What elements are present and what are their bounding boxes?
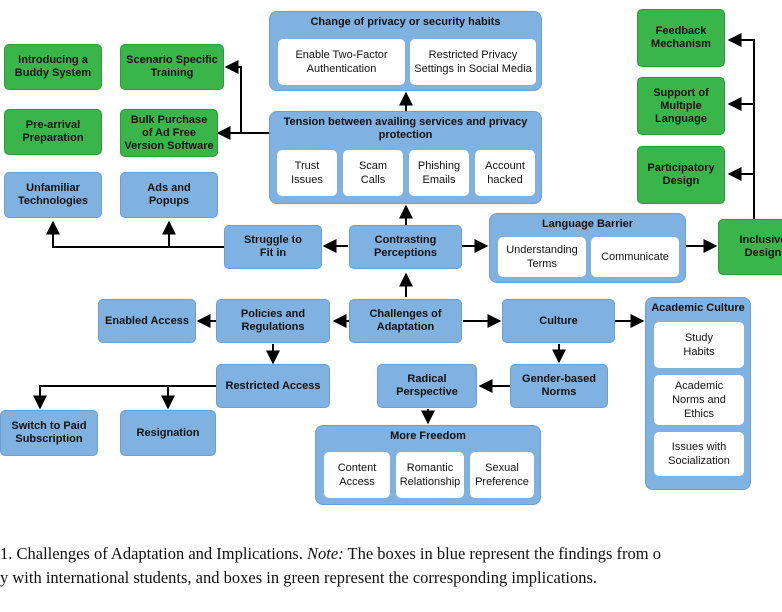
struggle-fit-node: Struggle to Fit in <box>224 225 322 269</box>
more-freedom-group: More Freedom Content Access Romantic Rel… <box>315 425 541 505</box>
restricted-privacy-item: Restricted Privacy Settings in Social Me… <box>410 39 536 85</box>
trust-issues-item: Trust Issues <box>277 150 337 196</box>
restricted-access-node: Restricted Access <box>216 364 330 408</box>
arrow-restricted-to-switch <box>33 385 216 410</box>
sexual-preference-item: Sexual Preference <box>470 452 534 498</box>
scenario-training-node: Scenario Specific Training <box>120 44 224 90</box>
tension-group: Tension between availing services and pr… <box>269 111 542 204</box>
feedback-mechanism-node: Feedback Mechanism <box>637 9 725 67</box>
phishing-emails-item: Phishing Emails <box>409 150 469 196</box>
enabled-access-node: Enabled Access <box>98 299 196 343</box>
gender-norms-node: Gender-based Norms <box>510 364 608 408</box>
ads-popups-node: Ads and Popups <box>120 172 218 218</box>
socialization-item: Issues with Socialization <box>654 432 744 476</box>
culture-node: Culture <box>502 299 615 343</box>
buddy-system-node: Introducing a Buddy System <box>4 44 102 90</box>
resignation-node: Resignation <box>120 410 216 456</box>
scam-calls-item: Scam Calls <box>343 150 403 196</box>
multiple-language-node: Support of Multiple Language <box>637 77 725 135</box>
language-barrier-title: Language Barrier <box>541 218 634 230</box>
more-freedom-title: More Freedom <box>390 430 466 442</box>
language-barrier-group: Language Barrier Understanding Terms Com… <box>489 213 686 283</box>
radical-perspective-node: Radical Perspective <box>377 364 477 408</box>
unfamiliar-tech-node: Unfamiliar Technologies <box>4 172 102 218</box>
challenges-adaptation-node: Challenges of Adaptation <box>349 299 462 343</box>
inclusive-design-node: Inclusive Design <box>718 219 782 275</box>
tension-title: Tension between availing services and pr… <box>283 116 528 141</box>
contrasting-perceptions-node: Contrasting Perceptions <box>349 225 462 269</box>
pre-arrival-node: Pre-arrival Preparation <box>4 109 102 155</box>
privacy-habits-group: Change of privacy or security habits Ena… <box>269 11 542 91</box>
participatory-design-node: Participatory Design <box>637 146 725 204</box>
caption-line-2: y with international students, and boxes… <box>0 568 598 587</box>
romantic-relationship-item: Romantic Relationship <box>396 452 464 498</box>
caption-prefix: 1. Challenges of Adaptation and Implicat… <box>0 544 308 563</box>
caption-line-1: 1. Challenges of Adaptation and Implicat… <box>0 542 782 566</box>
adaptation-diagram: Change of privacy or security habits Ena… <box>0 9 782 505</box>
communicate-item: Communicate <box>591 237 679 277</box>
two-factor-item: Enable Two-Factor Authentication <box>278 39 405 85</box>
academic-culture-title: Academic Culture <box>651 302 745 314</box>
study-habits-item: Study Habits <box>654 322 744 368</box>
arrow-inclusive-to-feedback <box>727 33 755 221</box>
academic-norms-item: Academic Norms and Ethics <box>654 375 744 425</box>
academic-culture-group: Academic Culture Study Habits Academic N… <box>645 297 751 490</box>
bulk-purchase-node: Bulk Purchase of Ad Free Version Softwar… <box>120 109 218 157</box>
account-hacked-item: Account hacked <box>475 150 535 196</box>
content-access-item: Content Access <box>324 452 390 498</box>
connector-arrows <box>33 33 755 425</box>
caption-note-label: Note: <box>307 544 344 563</box>
policies-regulations-node: Policies and Regulations <box>216 299 330 343</box>
switch-paid-node: Switch to Paid Subscription <box>0 410 98 456</box>
arrow-tension-to-scenario <box>224 60 242 133</box>
figure-caption: 1. Challenges of Adaptation and Implicat… <box>0 542 782 590</box>
understanding-terms-item: Understanding Terms <box>498 237 586 277</box>
privacy-habits-title: Change of privacy or security habits <box>310 16 501 28</box>
arrow-struggle-to-unfamiliar <box>46 220 224 248</box>
caption-line1-rest: The boxes in blue represent the findings… <box>343 544 661 563</box>
